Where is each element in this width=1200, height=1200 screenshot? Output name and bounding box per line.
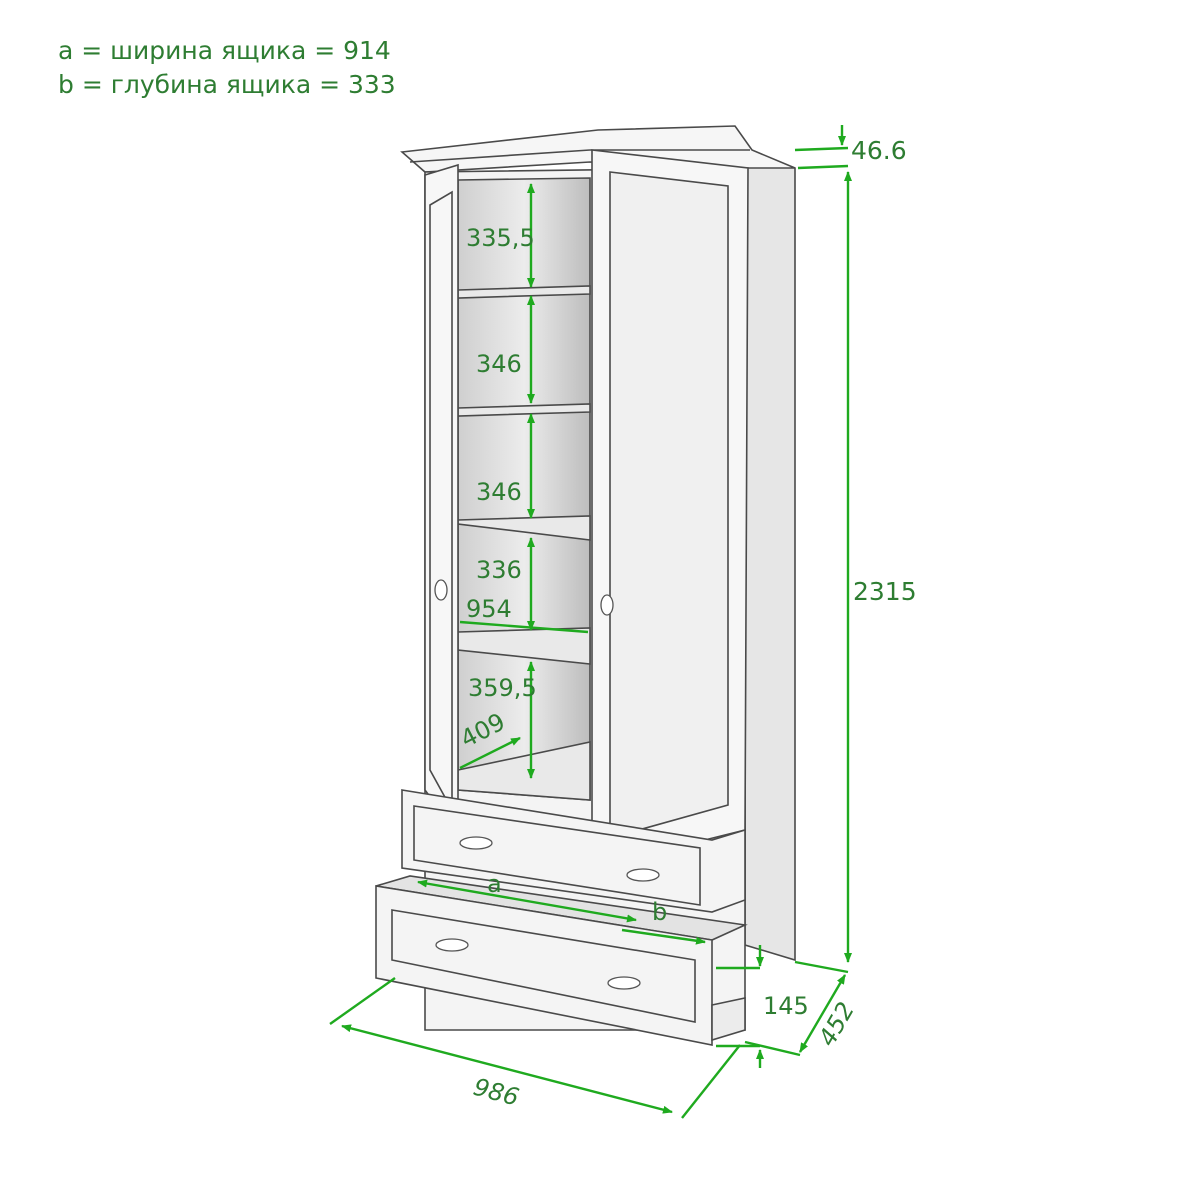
drawer-handle — [435, 938, 469, 952]
upper-drawer-front — [413, 805, 701, 906]
dimension-lines — [329, 125, 852, 1119]
dim-line-drawer-b — [621, 928, 706, 945]
legend-drawer-width: a = ширина ящика = 914 — [58, 36, 391, 65]
door-knob-left — [434, 579, 448, 601]
label-shelf-1: 335,5 — [466, 224, 535, 252]
dim-line-depth — [798, 974, 847, 1053]
legend-drawer-depth: b = глубина ящика = 333 — [58, 70, 396, 99]
label-drawer-b: b — [652, 898, 667, 926]
label-cornice: 46.6 — [851, 136, 907, 165]
upper-drawer — [401, 789, 746, 913]
dim-line-cornice — [794, 146, 849, 152]
lower-drawer-front — [391, 909, 696, 1023]
label-plinth: 145 — [763, 992, 809, 1020]
label-drawer-a: a — [487, 870, 502, 898]
cornice — [400, 125, 796, 173]
side-panel — [744, 148, 796, 962]
drawer-legend: a = ширина ящика = 914 b = глубина ящика… — [58, 34, 396, 102]
door-knob-right — [600, 594, 614, 616]
dim-line-cornice — [797, 164, 849, 170]
dim-line-depth — [794, 960, 849, 974]
dim-line-width — [681, 1044, 741, 1119]
label-width: 986 — [470, 1073, 521, 1112]
dim-line-drawer-a — [417, 879, 637, 923]
plinth — [711, 997, 746, 1042]
drawer-handle — [459, 836, 493, 850]
wardrobe — [375, 125, 796, 1046]
label-shelf-5: 359,5 — [468, 674, 537, 702]
label-shelf-4: 336 — [476, 556, 522, 584]
label-inner-width: 954 — [466, 595, 512, 623]
label-shelf-2: 346 — [476, 350, 522, 378]
dim-line-shelf-depth — [459, 736, 521, 770]
label-height: 2315 — [853, 577, 917, 606]
dim-line-width — [341, 1024, 673, 1114]
dim-line-inner-width — [459, 620, 589, 634]
label-shelf-3: 346 — [476, 478, 522, 506]
label-depth: 452 — [813, 997, 860, 1051]
shelves — [457, 285, 591, 801]
handles — [434, 579, 660, 990]
right-door-panel — [609, 171, 729, 840]
dim-line-width — [329, 977, 396, 1025]
drawer-handle — [626, 868, 660, 882]
drawer-handle — [607, 976, 641, 990]
dim-line-depth — [744, 1040, 801, 1057]
